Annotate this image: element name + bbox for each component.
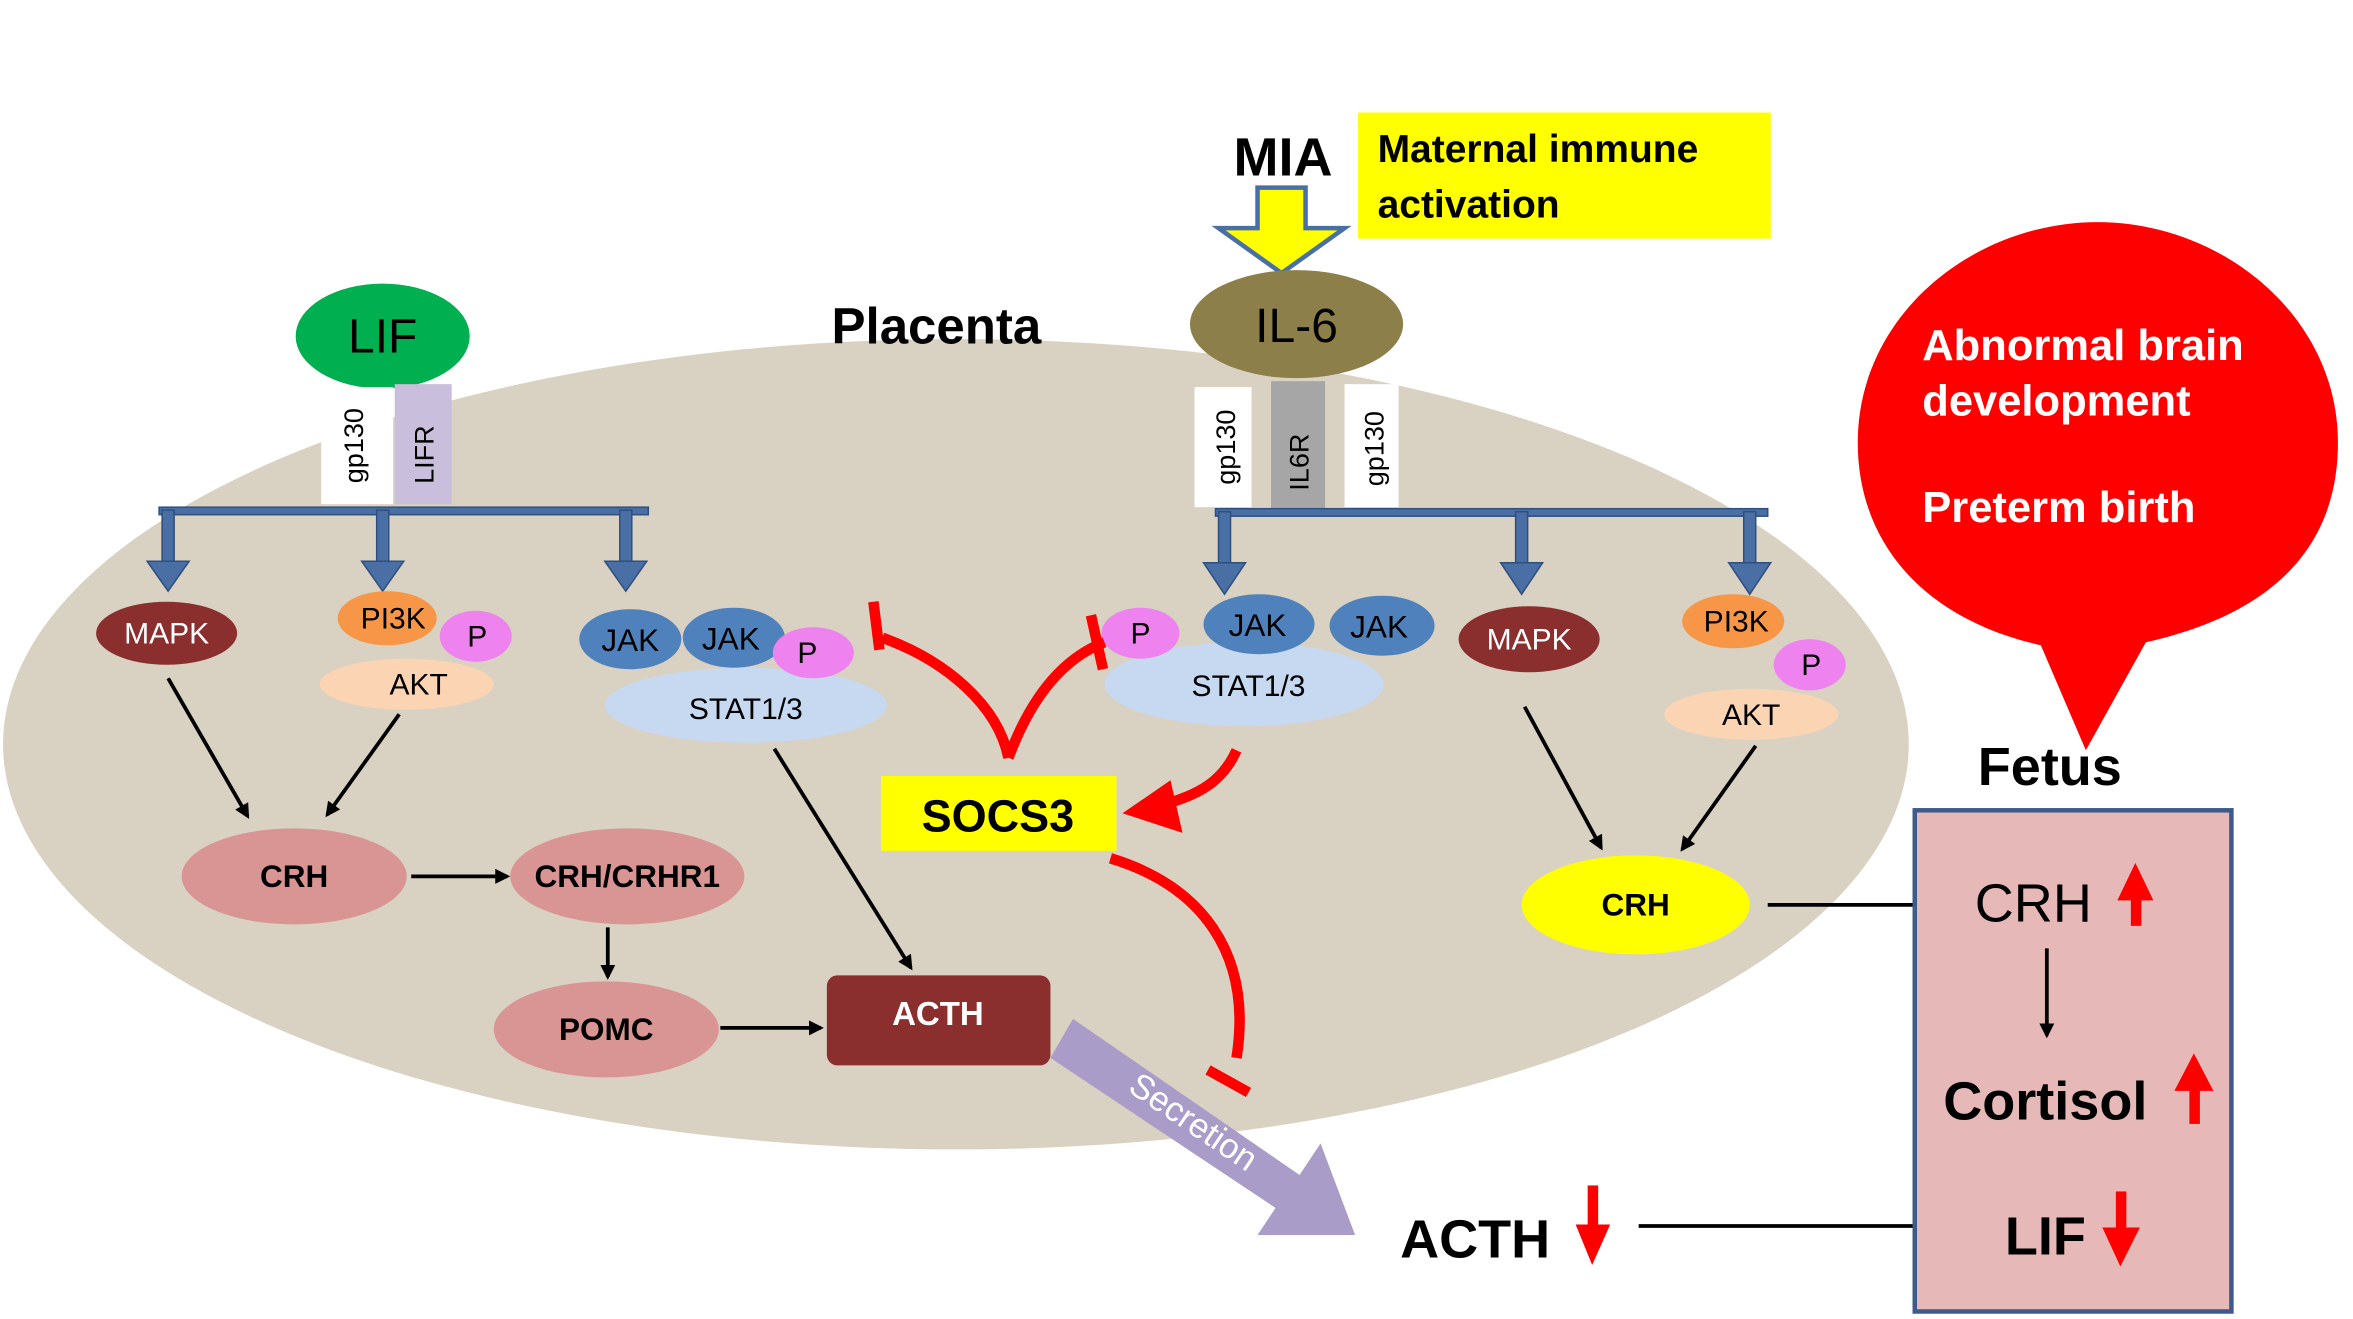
fetus-lif-label: LIF — [2005, 1206, 2086, 1266]
socs3-box — [880, 775, 1117, 851]
bubble-line1: Abnormal brain — [1922, 322, 2243, 370]
cortisol-label: Cortisol — [1943, 1071, 2147, 1131]
stat-node-left — [604, 667, 887, 743]
gp130-receptor-left — [321, 387, 394, 505]
phospho-label-jak-right: P — [1130, 618, 1150, 651]
acth-output-label: ACTH — [1400, 1209, 1550, 1269]
acth-box-label: ACTH — [892, 995, 984, 1032]
crh-node-right — [1521, 855, 1750, 955]
stat-label-right: STAT1/3 — [1192, 670, 1306, 703]
bubble-line2: development — [1922, 378, 2190, 426]
placenta-label: Placenta — [832, 298, 1042, 355]
jak-label-left-1: JAK — [601, 622, 659, 658]
mia-description-line2: activation — [1378, 184, 1560, 227]
red-down-arrow-icon — [1575, 1185, 1611, 1265]
fetus-crh-label: CRH — [1975, 873, 2092, 933]
jak-node-left-1 — [579, 609, 682, 670]
outcome-bubble — [1857, 222, 2338, 751]
phospho-label-jak-left: P — [797, 637, 817, 670]
phospho-label-right: P — [1801, 649, 1821, 682]
mapk-node-left — [96, 601, 238, 665]
pi3k-label-left: PI3K — [361, 603, 426, 636]
phospho-jak-left — [772, 627, 854, 679]
mapk-label-left: MAPK — [124, 618, 209, 651]
lifr-label: LIFR — [410, 425, 440, 484]
gp130-receptor-mid-1 — [1194, 387, 1252, 508]
placenta-background — [3, 339, 1909, 1150]
phospho-jak-right — [1101, 607, 1180, 659]
down-arrow-icon — [1211, 185, 1352, 276]
il6-node — [1190, 270, 1404, 379]
jak-node-right-1 — [1203, 594, 1315, 655]
il6r-label: IL6R — [1285, 434, 1315, 491]
red-up-arrow-icon — [2174, 1053, 2214, 1124]
mapk-label-right: MAPK — [1487, 624, 1572, 657]
crh-label-left: CRH — [260, 858, 328, 894]
il6-label: IL-6 — [1255, 300, 1338, 353]
crh-crhr1-label: CRH/CRHR1 — [535, 858, 721, 894]
secretion-arrow — [1050, 1018, 1356, 1235]
pi3k-node-right — [1682, 594, 1785, 649]
pomc-node — [493, 981, 719, 1078]
akt-node-left — [319, 658, 494, 710]
jak-node-left-2 — [682, 607, 785, 668]
socs3-activation-arrowhead — [1122, 780, 1183, 833]
jak-node-right-2 — [1329, 595, 1435, 656]
lif-label: LIF — [348, 311, 417, 364]
socs3-label: SOCS3 — [922, 790, 1075, 841]
fetus-label: Fetus — [1978, 737, 2122, 797]
mia-description-line1: Maternal immune — [1378, 128, 1699, 171]
pi3k-label-right: PI3K — [1704, 606, 1769, 639]
il6r-receptor — [1271, 381, 1326, 511]
pi3k-node-left — [337, 591, 437, 646]
jak-label-right-1: JAK — [1229, 607, 1287, 643]
receptor-branch-left — [145, 506, 650, 593]
jak-label-right-2: JAK — [1350, 609, 1408, 645]
gp130-receptor-mid-2 — [1344, 384, 1399, 508]
mapk-node-right — [1458, 606, 1600, 673]
stat-node-right — [1104, 642, 1384, 727]
akt-label-left: AKT — [390, 669, 448, 702]
red-up-arrow-icon — [2117, 862, 2154, 926]
lif-node — [295, 283, 470, 389]
akt-label-right: AKT — [1722, 699, 1780, 732]
acth-box — [826, 975, 1051, 1066]
pomc-label: POMC — [559, 1011, 653, 1047]
crh-node-left — [181, 828, 407, 925]
phospho-left — [439, 610, 512, 662]
gp130-label-mid-2: gp130 — [1360, 411, 1390, 486]
red-down-arrow-icon — [2102, 1191, 2140, 1267]
akt-node-right — [1664, 688, 1839, 740]
socs3-inhibition-paths — [868, 601, 1252, 1098]
phospho-label-left: P — [467, 621, 487, 654]
phospho-right — [1773, 639, 1846, 691]
gp130-label-mid-1: gp130 — [1211, 410, 1241, 485]
bubble-line3: Preterm birth — [1922, 484, 2195, 532]
signal-arrows-left — [166, 677, 913, 1036]
receptor-branch-right — [1202, 507, 1773, 596]
gp130-label-left: gp130 — [339, 408, 369, 483]
mia-label: MIA — [1234, 128, 1333, 188]
jak-label-left-2: JAK — [702, 621, 760, 657]
crh-crhr1-node — [510, 828, 745, 925]
fetus-box — [1912, 808, 2234, 1314]
mia-description-box — [1358, 112, 1771, 239]
crh-label-right: CRH — [1602, 886, 1670, 922]
lifr-receptor — [394, 384, 452, 505]
stat-label-left: STAT1/3 — [689, 693, 803, 726]
